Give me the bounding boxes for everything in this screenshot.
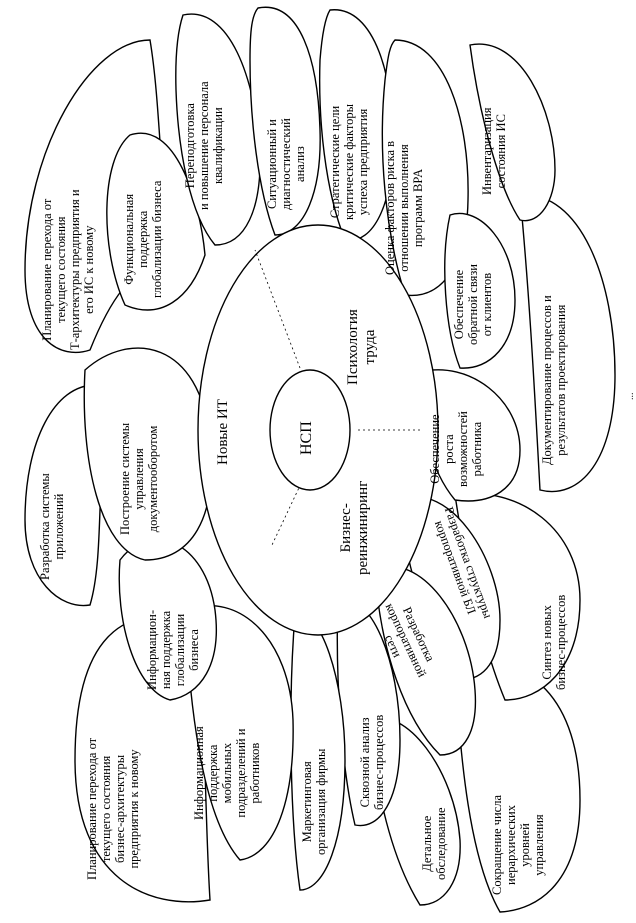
- petal-label-synthesis: Синтез новых бизнес-процессов: [540, 594, 568, 690]
- petal-documentation: [519, 194, 616, 493]
- petal-mobile: [184, 604, 294, 861]
- petal-label-mobile: Информационная поддержка мобильных подра…: [192, 726, 262, 820]
- petal-label-detailed: Детальное обследование: [420, 807, 448, 880]
- petal-retraining: [175, 13, 261, 246]
- petal-label-marketing: Маркетинговая организация фирмы: [300, 748, 328, 855]
- petal-label-doc-flow: Построение системы управления документоо…: [118, 422, 160, 535]
- petal-label-app-system: Разработка системы приложений: [38, 473, 66, 580]
- petal-doc-flow: [83, 347, 212, 561]
- petal-label-top-left: Планирование перехода от текущего состоя…: [40, 189, 96, 350]
- petal-label-end-to-end: Сквозной анализ бизнес-процессов: [358, 714, 386, 810]
- petal-label-retraining: Переподготовка и повышение персонала ква…: [183, 81, 225, 210]
- center-label: НСП: [298, 421, 315, 455]
- divider-top: [254, 249, 301, 369]
- petal-label-hierarchy: Сокращение числа иерархических уровней у…: [490, 795, 546, 895]
- sector-label-new-it: Новые ИТ: [215, 399, 231, 465]
- petal-label-growth: Обеспечение роста возможностей работника: [428, 411, 484, 487]
- petal-label-info-global: Информацион- ная поддержка глобализации …: [145, 610, 201, 690]
- petal-corp-network: [374, 565, 477, 756]
- center-ellipse: [269, 369, 351, 491]
- sector-label-psychology: Психология труда: [345, 309, 379, 385]
- sector-label-reengineering: Бизнес- реинжиниринг: [338, 480, 372, 575]
- petal-label-risk: Оценка факторов риска в отношении выполн…: [383, 140, 425, 275]
- petal-label-bottom-left: Планирование перехода от текущего состоя…: [85, 737, 141, 880]
- petal-label-documentation: Документирование процессов и результатов…: [540, 295, 568, 465]
- petal-label-feedback: Обеспечение обратной связи от клиентов: [452, 264, 494, 345]
- petal-inventory: [469, 43, 556, 222]
- petal-label-inventory: Инвентаризация состояния ИС: [480, 107, 508, 196]
- petal-feedback: [444, 212, 516, 369]
- petal-label-strategic: Стратегические цели критические факторы …: [328, 103, 370, 220]
- page-number: ...: [625, 392, 636, 401]
- petal-func-support: [106, 132, 206, 311]
- petal-label-situational: Ситуационный и диагностический анализ: [265, 118, 307, 210]
- petal-label-func-support: Функциональная поддержка глобализации би…: [122, 180, 164, 298]
